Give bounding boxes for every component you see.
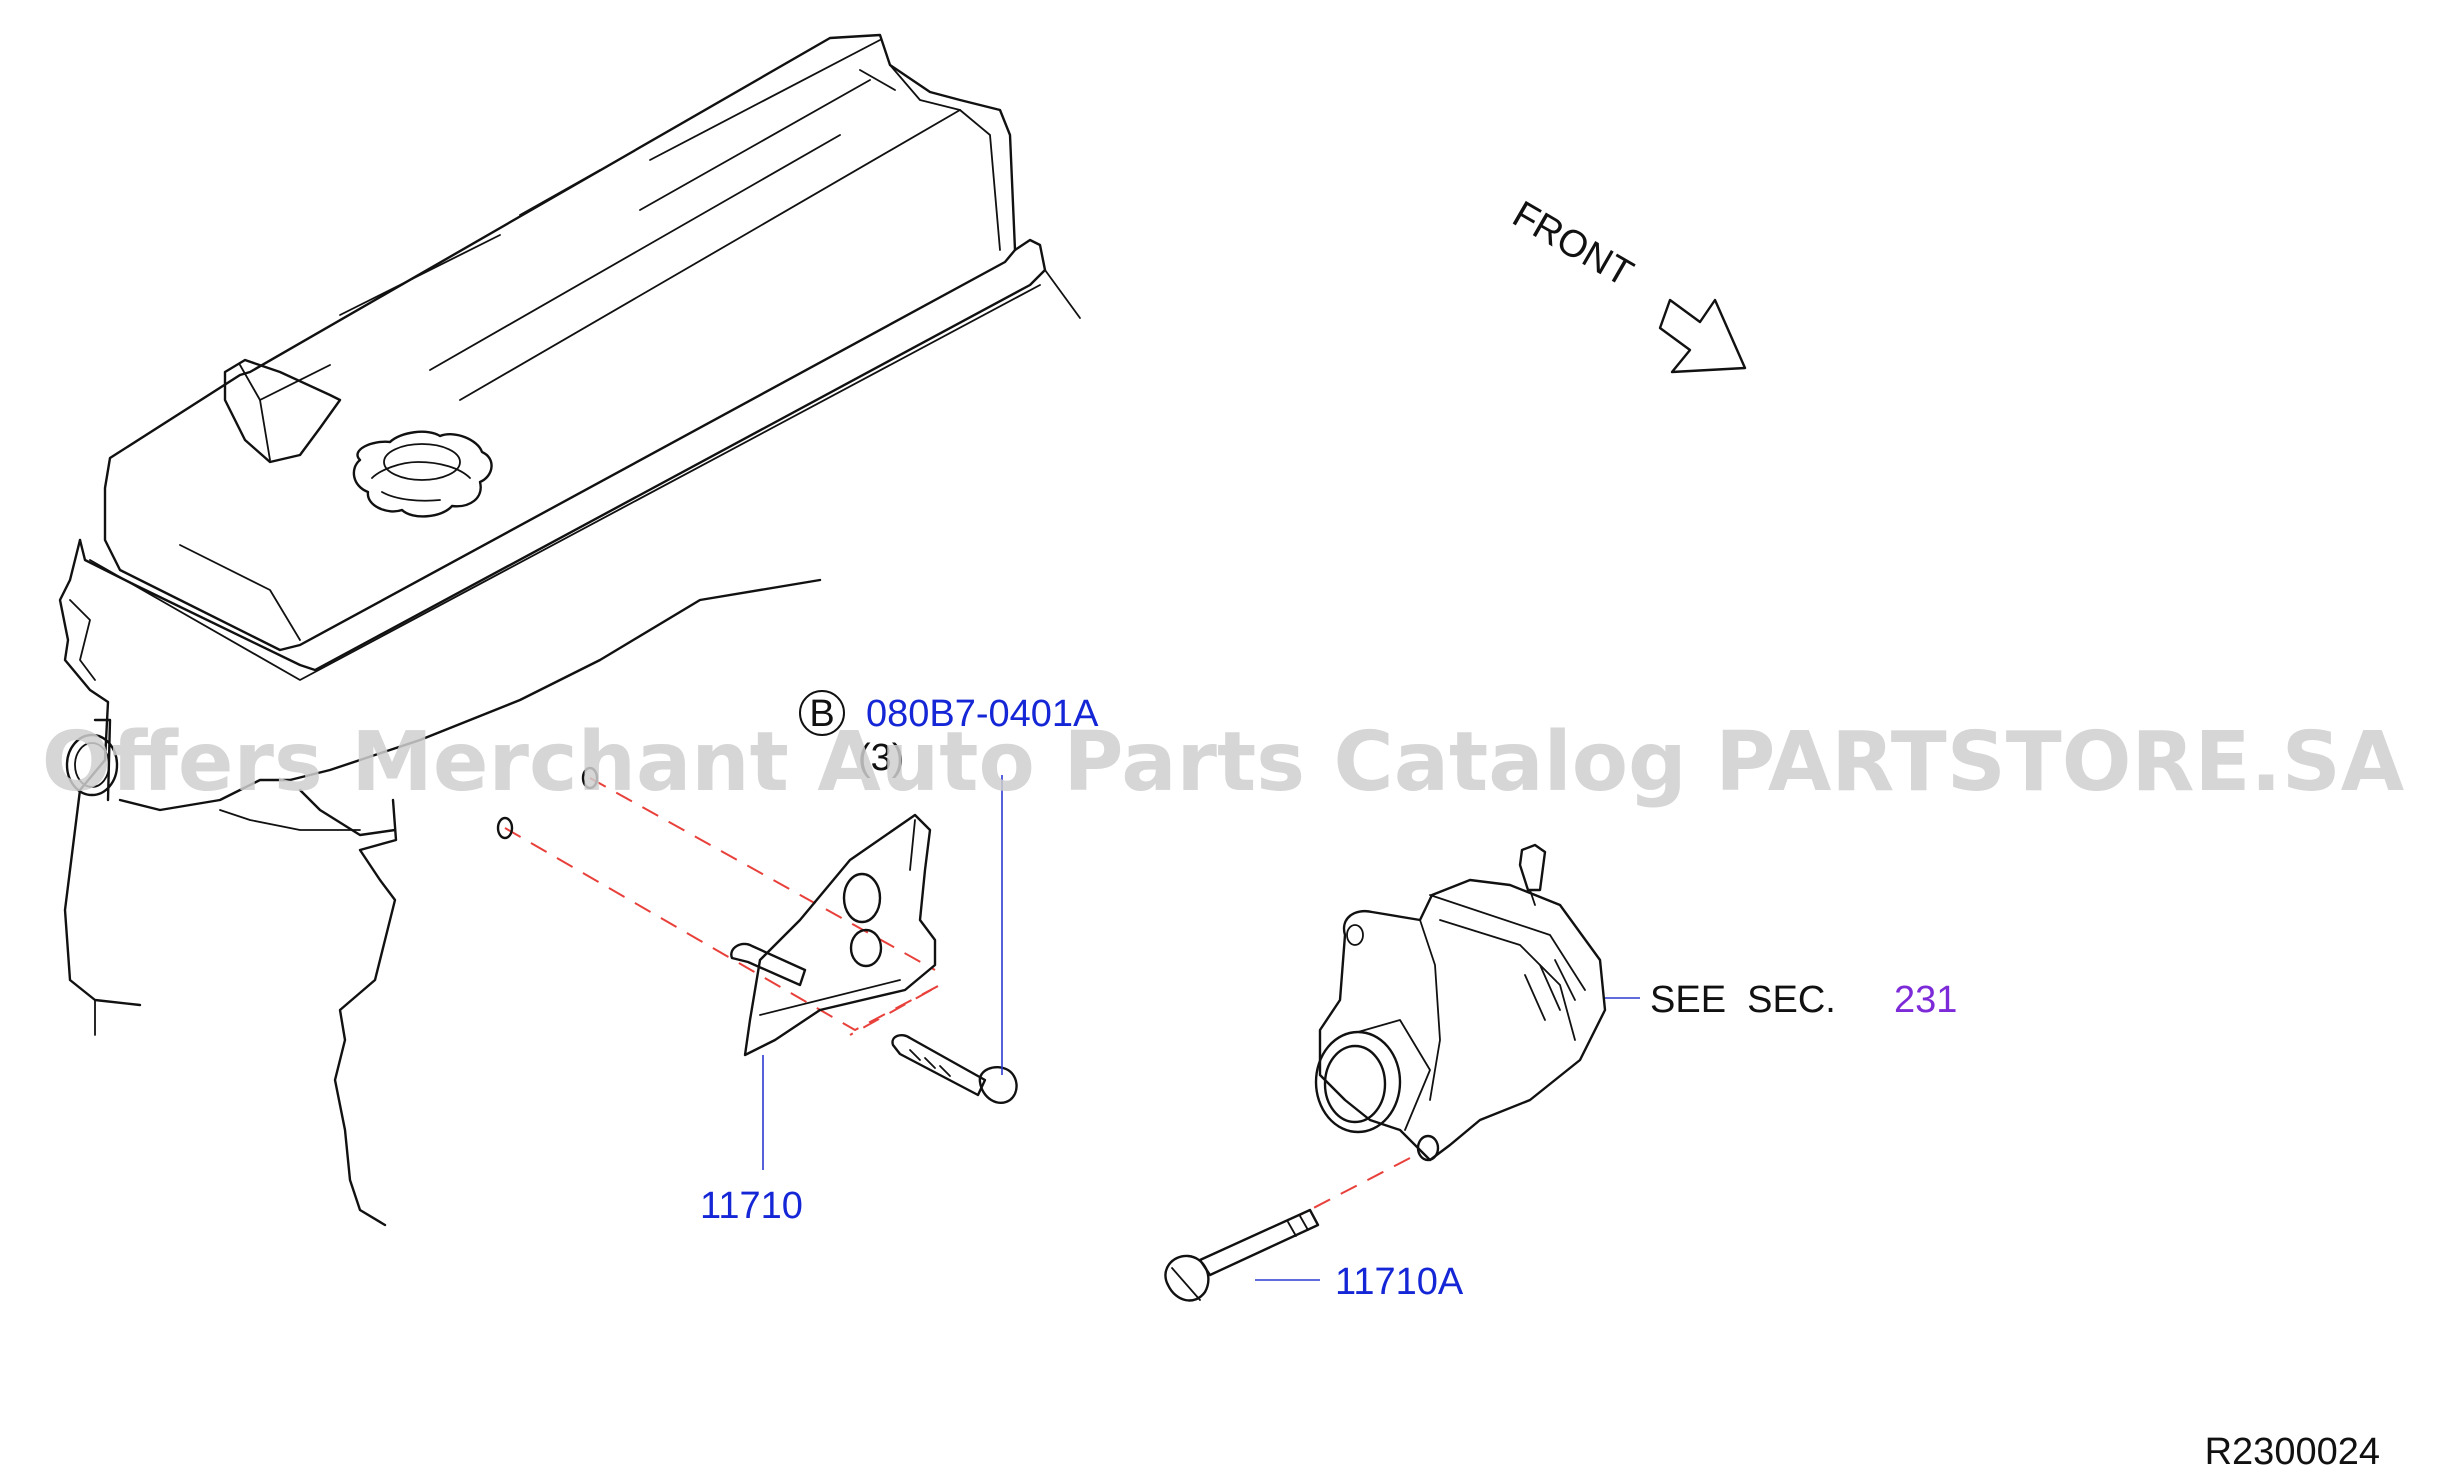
bracket-bolt-quantity: (3) (858, 737, 904, 779)
watermark: Offers Merchant Auto Parts Catalog PARTS… (42, 715, 2405, 810)
bracket-bolt-part-number[interactable]: 080B7-0401A (866, 693, 1099, 735)
group-marker-circle (799, 690, 845, 736)
group-marker-letter: B (809, 693, 834, 735)
alternator-long-bolt (1164, 1208, 1320, 1302)
long-bolt-part-number[interactable]: 11710A (1335, 1261, 1464, 1303)
see-section-text: SEE SEC. (1650, 979, 1836, 1021)
front-label: FRONT (1506, 193, 1640, 295)
block-dowel-lower (496, 816, 514, 840)
alternator-bracket (730, 813, 937, 1057)
alignment-lines (504, 777, 1411, 1216)
bracket-bolt (891, 1034, 1018, 1105)
bracket-part-number[interactable]: 11710 (700, 1185, 803, 1227)
front-direction-indicator: FRONT (1506, 193, 1747, 374)
diagram-id: R2300024 (2205, 1431, 2380, 1473)
alternator (1314, 843, 1607, 1162)
front-arrow-icon (1658, 298, 1747, 374)
engine-block-drawing (58, 33, 1081, 1227)
block-dowel-upper (581, 766, 599, 790)
see-section-number[interactable]: 231 (1894, 979, 1957, 1021)
